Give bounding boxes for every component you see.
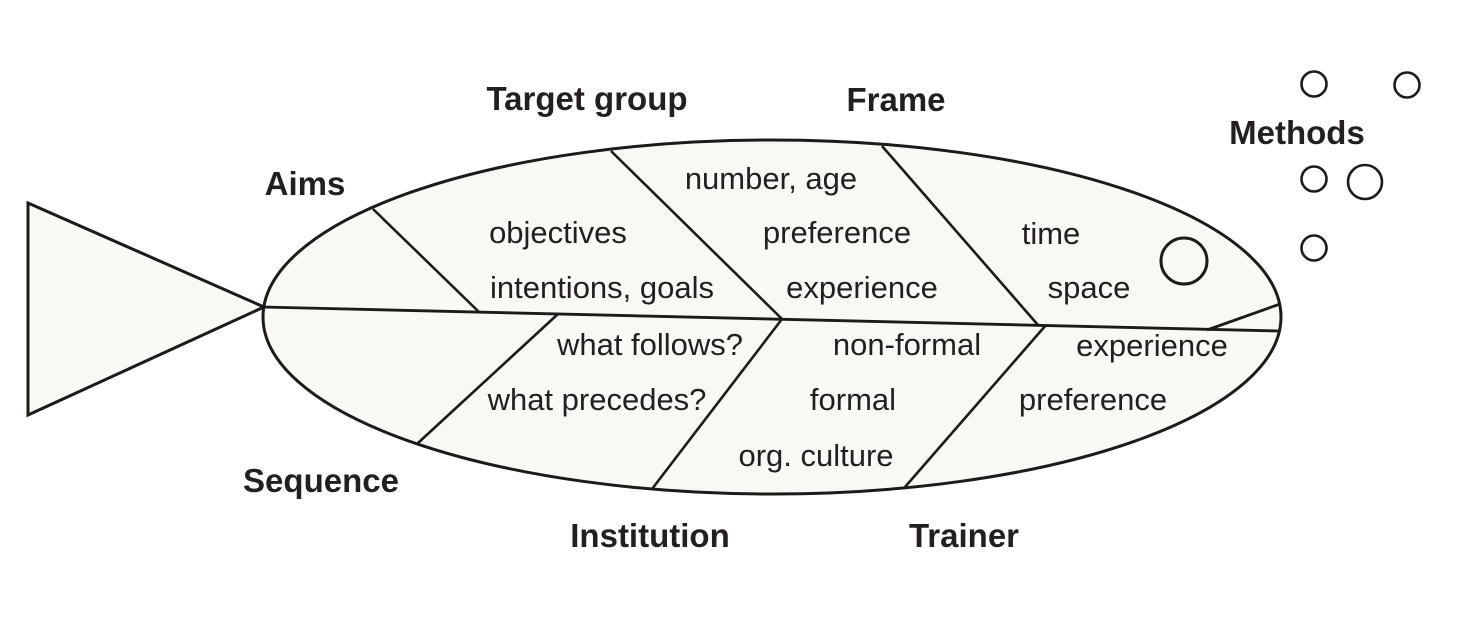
item-objectives: objectives [489, 215, 627, 250]
fish-eye-icon [1159, 236, 1209, 286]
bubble-icon [1300, 234, 1328, 262]
item-time: time [1022, 216, 1081, 251]
bottom-section-items: what follows? what precedes? non-formal … [487, 327, 1228, 473]
fish-spine-line [261, 305, 1280, 333]
item-intentions-goals: intentions, goals [490, 270, 714, 305]
item-what-precedes: what precedes? [487, 382, 707, 417]
outer-labels: Aims Target group Frame Methods Sequence… [243, 80, 1365, 554]
item-experience-bottom: experience [1076, 328, 1228, 363]
label-frame: Frame [846, 81, 945, 118]
label-sequence: Sequence [243, 462, 399, 499]
fish-body-icon [261, 138, 1283, 496]
rib-frame [881, 145, 1039, 326]
bubble-icon [1393, 71, 1421, 99]
label-methods: Methods [1229, 114, 1365, 151]
item-experience-top: experience [786, 270, 938, 305]
bubble-icon [1300, 70, 1328, 98]
rib-institution [650, 318, 784, 490]
item-non-formal: non-formal [833, 327, 981, 362]
item-what-follows: what follows? [556, 327, 743, 362]
bubble-icon [1346, 163, 1384, 201]
item-preference-bottom: preference [1019, 382, 1167, 417]
rib-sequence [417, 313, 559, 444]
fish-tail-icon [26, 200, 268, 418]
label-institution: Institution [570, 517, 729, 554]
item-formal: formal [810, 382, 896, 417]
fish-mouth-line [1206, 302, 1281, 332]
bubble-icon [1300, 165, 1328, 193]
item-number-age: number, age [685, 161, 857, 196]
rib-target-group [610, 150, 783, 320]
top-section-items: objectives intentions, goals number, age… [489, 161, 1130, 305]
label-trainer: Trainer [909, 517, 1019, 554]
item-space: space [1048, 270, 1131, 305]
label-target-group: Target group [486, 80, 687, 117]
item-preference-top: preference [763, 215, 911, 250]
item-org-culture: org. culture [738, 438, 893, 473]
rib-aims [372, 208, 480, 313]
label-aims: Aims [265, 165, 346, 202]
rib-trainer [904, 324, 1047, 488]
bubbles [1300, 70, 1421, 262]
fish [26, 138, 1283, 496]
